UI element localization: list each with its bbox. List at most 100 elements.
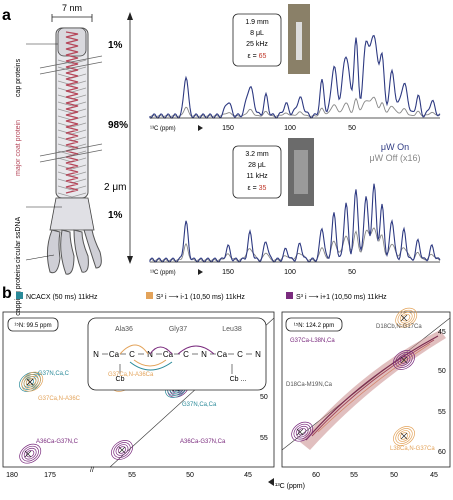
legend-uw-off: μW Off (x16) bbox=[369, 153, 420, 163]
contour-ring bbox=[395, 307, 418, 328]
chain-atom: Ca bbox=[109, 350, 120, 359]
svg-text:45: 45 bbox=[430, 472, 438, 479]
cap-percent: 1% bbox=[108, 40, 123, 51]
chain-atom: N bbox=[93, 350, 99, 359]
panel-a-label: a bbox=[2, 7, 11, 24]
svg-text:ε = 35: ε = 35 bbox=[248, 185, 267, 192]
peak-d18cb: D18Cb,N-G17Ca bbox=[376, 324, 422, 330]
diagonal-ridge bbox=[300, 330, 446, 450]
contour-ring bbox=[397, 354, 411, 366]
svg-text:50: 50 bbox=[390, 472, 398, 479]
chain-atom: N bbox=[255, 350, 261, 359]
contour-ring bbox=[26, 449, 35, 458]
svg-text:1.9 mm: 1.9 mm bbox=[245, 19, 269, 26]
contour-ring bbox=[393, 350, 415, 370]
svg-text:45: 45 bbox=[438, 329, 446, 336]
contour-ring bbox=[397, 430, 411, 442]
legend-s3-minus: S³ i ⟶ i-1 (10,50 ms) 11kHz bbox=[156, 294, 245, 301]
svg-text:60: 60 bbox=[438, 449, 446, 456]
coat-percent: 98% bbox=[108, 120, 128, 131]
chain-atom: N bbox=[147, 350, 153, 359]
contour-ring bbox=[397, 309, 415, 326]
contour-ring bbox=[21, 371, 44, 392]
contour-ring bbox=[115, 444, 129, 456]
capping-proteins-label: capping proteins bbox=[15, 264, 22, 316]
contour-ring bbox=[399, 432, 409, 440]
peak-d18ca-m19n: D18Ca-M19N,Ca bbox=[286, 382, 333, 388]
chain-atom: Ca bbox=[217, 350, 228, 359]
legend-ncacx: NCACX (50 ms) 11kHz bbox=[26, 294, 98, 301]
contour-ring bbox=[23, 447, 37, 460]
contour-ring bbox=[28, 377, 37, 386]
contour-ring bbox=[21, 445, 39, 462]
svg-text:100: 100 bbox=[284, 269, 296, 276]
ssdna-helix bbox=[65, 31, 79, 194]
contour-ring bbox=[395, 428, 413, 444]
b-x-axis-label: ¹³C (ppm) bbox=[275, 483, 305, 490]
peak-g37ca-n-a36c: G37Ca,N-A36C bbox=[38, 396, 81, 402]
spectrum-1: 1.9 mm 8 μL 25 kHz ε = 65 ¹³C (ppm) 150 … bbox=[149, 4, 441, 132]
svg-text:¹³C (ppm): ¹³C (ppm) bbox=[150, 270, 176, 276]
peak-marker bbox=[400, 314, 408, 322]
left-n15-label: ¹⁵N: 99.5 ppm bbox=[14, 322, 51, 329]
contour-ring bbox=[295, 425, 309, 438]
svg-text:50: 50 bbox=[348, 269, 356, 276]
svg-text:45: 45 bbox=[244, 472, 252, 479]
side-chain-cb1: Cb bbox=[116, 376, 125, 383]
svg-text:55: 55 bbox=[128, 472, 136, 479]
contour-ring bbox=[25, 378, 35, 386]
contour-ring bbox=[23, 373, 41, 390]
side-chain-cb2: Cb ... bbox=[230, 376, 247, 383]
residue-leu38: Leu38 bbox=[222, 326, 242, 333]
residue-ala36: Ala36 bbox=[115, 326, 133, 333]
peak-marker bbox=[118, 446, 126, 454]
contour-ring bbox=[111, 440, 133, 460]
contour-ring bbox=[395, 352, 413, 368]
contour-ring bbox=[19, 372, 41, 392]
phage-diagram bbox=[39, 27, 103, 275]
contour-ring bbox=[402, 313, 411, 322]
cap-proteins-label: cap proteins bbox=[15, 58, 22, 97]
right-n15-label: ¹⁵N: 124.2 ppm bbox=[294, 322, 335, 329]
contour-ring bbox=[23, 376, 37, 388]
contour-ring bbox=[399, 311, 413, 324]
chain-atom: N bbox=[201, 350, 207, 359]
peak-marker bbox=[296, 428, 304, 436]
peak-g37ca-l38n: G37Ca-L38N,Ca bbox=[290, 338, 335, 344]
contour-ring bbox=[399, 356, 409, 364]
chain-atom: Ca bbox=[163, 350, 174, 359]
svg-text:60: 60 bbox=[312, 472, 320, 479]
svg-text:50: 50 bbox=[438, 368, 446, 375]
ssdna-label: circular ssDNA bbox=[15, 217, 22, 264]
svg-text:55: 55 bbox=[350, 472, 358, 479]
contour-ring bbox=[293, 423, 311, 440]
contour-ring bbox=[393, 426, 415, 446]
peak-marker bbox=[400, 432, 408, 440]
peak-g37n-ca-ca: G37N,Ca,Ca bbox=[182, 402, 217, 408]
major-coat-label: major coat protein bbox=[15, 120, 22, 176]
contour-ring bbox=[291, 421, 314, 442]
svg-text:50: 50 bbox=[348, 125, 356, 132]
peak-g37n-ca-c: G37N,Ca,C bbox=[38, 371, 70, 377]
legend-s3-plus: S³ i ⟶ i+1 (10,50 ms) 11kHz bbox=[296, 294, 387, 301]
contour-ring bbox=[113, 442, 131, 458]
svg-text:150: 150 bbox=[222, 269, 234, 276]
left-plot-frame bbox=[2, 311, 275, 468]
svg-text:ε = 65: ε = 65 bbox=[248, 53, 267, 60]
peak-a36ca-g37n-ca: A36Ca-G37N,Ca bbox=[180, 439, 226, 445]
svg-text:28 μL: 28 μL bbox=[248, 162, 266, 169]
svg-text://: // bbox=[90, 467, 94, 474]
panel-b-label: b bbox=[2, 285, 12, 302]
peak-a36ca-g37n-c: A36Ca-G37N,C bbox=[36, 439, 79, 445]
capping-percent: 1% bbox=[108, 210, 123, 221]
svg-text:180: 180 bbox=[6, 472, 18, 479]
svg-text:100: 100 bbox=[284, 125, 296, 132]
svg-text:8 μL: 8 μL bbox=[250, 30, 264, 37]
peak-l38ca-n-g37ca: L38Ca,N-G37Ca bbox=[390, 446, 435, 452]
svg-text:50: 50 bbox=[260, 394, 268, 401]
contour-ring bbox=[21, 374, 39, 390]
length-label: 2 μm bbox=[104, 182, 126, 193]
svg-text:25 kHz: 25 kHz bbox=[246, 41, 268, 48]
transfer-arrows bbox=[119, 344, 215, 371]
params-box-1 bbox=[232, 13, 282, 67]
